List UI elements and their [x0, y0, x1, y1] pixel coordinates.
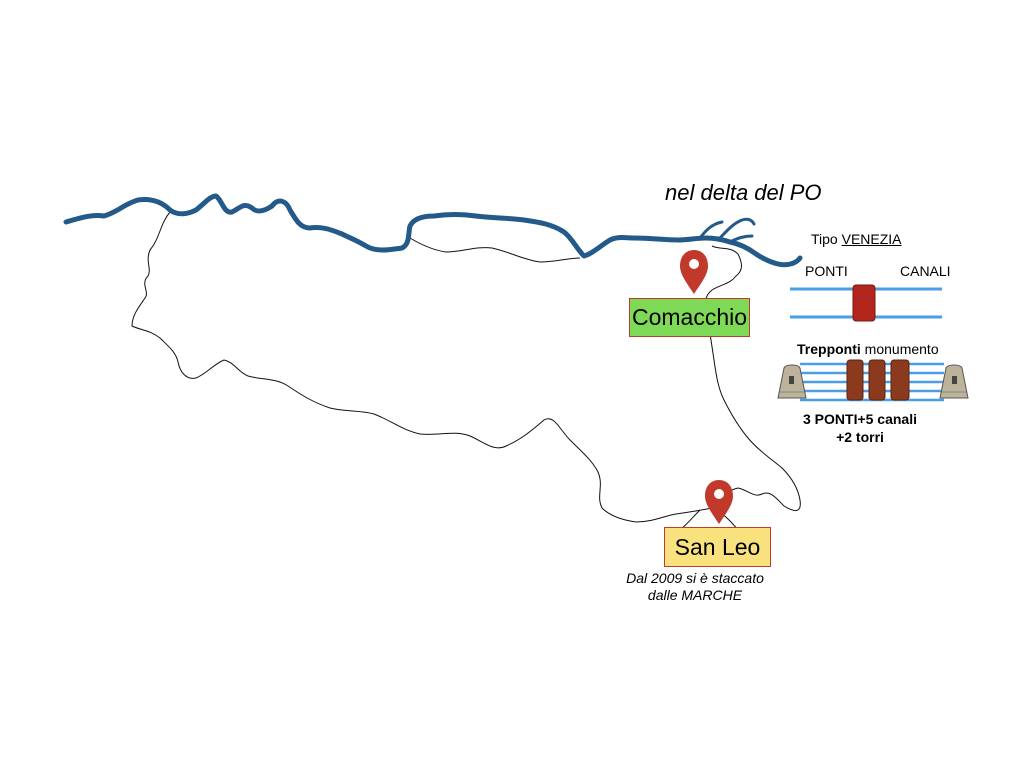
- venice-canal-diagram: [790, 284, 942, 322]
- bridge-block: [868, 359, 886, 401]
- comacchio-pin-icon: [680, 250, 708, 294]
- venice-type-name: VENEZIA: [841, 231, 902, 247]
- comacchio-label: Comacchio: [631, 304, 748, 330]
- venice-type-prefix: Tipo: [811, 231, 838, 247]
- tower-icon: [777, 364, 807, 399]
- trepponti-detail-line1: 3 PONTI+5 canali: [803, 411, 917, 427]
- bridge-block: [846, 359, 864, 401]
- region-outline: [131, 211, 801, 523]
- delta-title: nel delta del PO: [665, 180, 822, 205]
- trepponti-detail-line2: +2 torri: [836, 429, 884, 445]
- san-leo-note-line1: Dal 2009 si è staccato: [626, 570, 764, 586]
- san-leo-note-line2: dalle MARCHE: [647, 587, 743, 603]
- comacchio-label-box[interactable]: Comacchio: [629, 298, 750, 337]
- coast-line: [409, 237, 581, 263]
- bridge-block: [852, 284, 876, 322]
- trepponti-label: Trepponti monumento: [797, 341, 939, 357]
- san-leo-label-box[interactable]: San Leo: [664, 527, 771, 567]
- po-river: [63, 193, 803, 268]
- trepponti-name: Trepponti: [797, 341, 861, 357]
- bridge-block: [890, 359, 910, 401]
- san-leo-label: San Leo: [674, 533, 761, 560]
- po-delta-branch: [698, 217, 756, 244]
- ponti-label: PONTI: [805, 263, 848, 279]
- trepponti-diagram: [777, 359, 969, 402]
- trepponti-suffix: monumento: [864, 341, 939, 357]
- san-leo-pin-icon: [705, 480, 733, 524]
- venice-type-label: Tipo VENEZIA: [811, 231, 902, 247]
- canali-label: CANALI: [900, 263, 951, 279]
- tower-icon: [939, 364, 969, 399]
